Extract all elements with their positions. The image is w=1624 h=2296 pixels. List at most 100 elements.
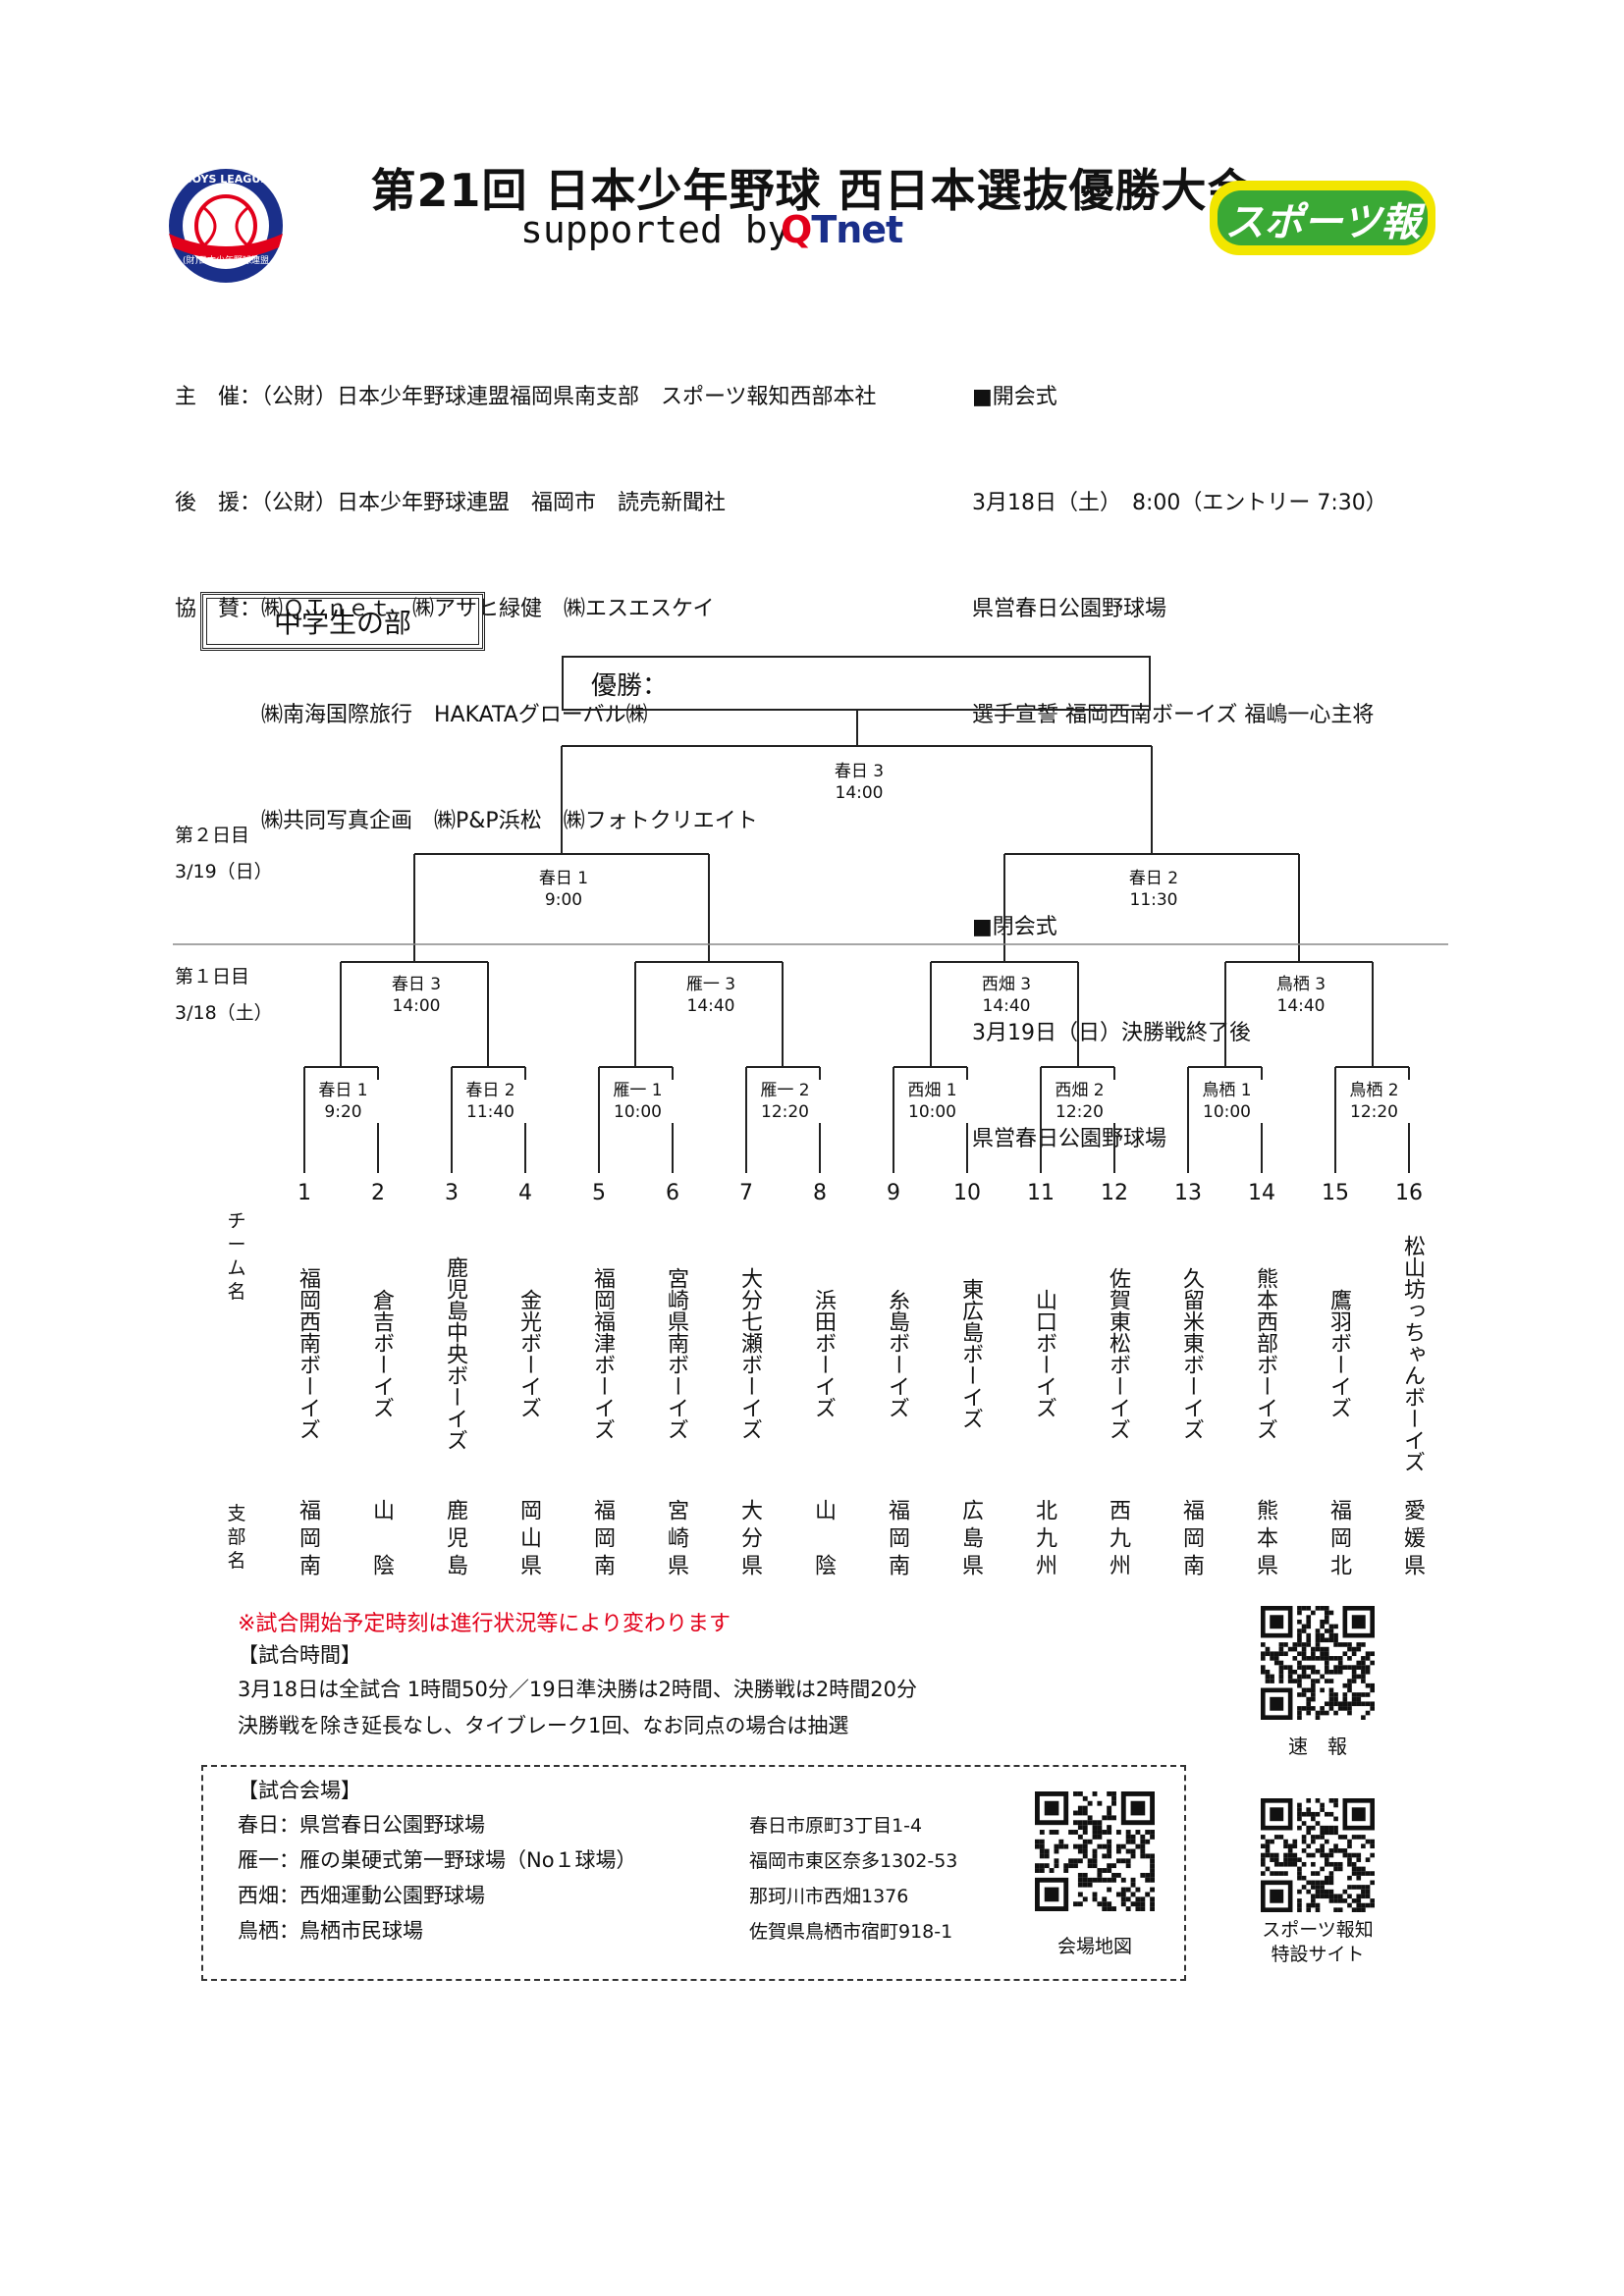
team-branch: 福岡南 (296, 1499, 320, 1575)
organizer-line: ㈱南海国際旅行 HAKATAグローバル㈱ (175, 703, 648, 727)
team-name: 大分七瀬ボーイズ (737, 1267, 762, 1440)
match-r1-8: 鳥栖 2 12:20 (1337, 1080, 1411, 1123)
team-name: 山口ボーイズ (1032, 1289, 1056, 1418)
team-number: 4 (518, 1181, 532, 1205)
sports-hochi-text: スポーツ報知 (1224, 200, 1421, 302)
team-number: 5 (592, 1181, 606, 1205)
venue-name-3: 西畑：西畑運動公園野球場 (238, 1884, 485, 1907)
venue-map-qr-icon[interactable] (1035, 1790, 1155, 1912)
team-name: 福岡福津ボーイズ (590, 1267, 615, 1440)
ceremony-line: ■開会式 (972, 385, 1057, 409)
match-r1-5: 西畑 1 10:00 (895, 1080, 969, 1123)
venue-address-1: 春日市原町3丁目1-4 (749, 1815, 923, 1837)
branch-name-label: 支部名 (227, 1503, 246, 1572)
venue-address-4: 佐賀県鳥栖市宿町918-1 (749, 1921, 953, 1943)
qtnet-rest: Tnet (811, 208, 903, 251)
venue-name-4: 鳥栖：鳥栖市民球場 (238, 1919, 423, 1943)
team-branch: 大分県 (737, 1499, 762, 1575)
organizer-line: ㈱共同写真企画 ㈱P&P浜松 ㈱フォトクリエイト (175, 809, 758, 833)
ceremony-line: 県営春日公園野球場 (972, 1127, 1167, 1151)
schedule-warning: ※試合開始予定時刻は進行状況等により変わります (238, 1612, 731, 1636)
team-number: 8 (813, 1181, 827, 1205)
winner-box: 優勝： (562, 656, 1151, 711)
team-branch: 西九州 (1106, 1499, 1130, 1575)
match-r1-1: 春日 1 9:20 (306, 1080, 380, 1123)
team-name: 久留米東ボーイズ (1179, 1267, 1204, 1440)
match-r1-4: 雁一 2 12:20 (748, 1080, 822, 1123)
qtnet-logo: QTnet (781, 208, 903, 251)
special-site-qr-icon[interactable] (1260, 1798, 1376, 1912)
team-number: 9 (887, 1181, 900, 1205)
team-branch: 鹿児島 (443, 1499, 467, 1575)
division-title: 中学生の部 (200, 592, 485, 651)
match-r1-3: 雁一 1 10:00 (601, 1080, 675, 1123)
venue-address-3: 那珂川市西畑1376 (749, 1886, 909, 1907)
supported-by: supported by (520, 208, 790, 251)
match-semi-1: 春日 1 9:00 (513, 868, 615, 911)
team-branch: 宮崎県 (664, 1499, 688, 1575)
ceremony-line: 県営春日公園野球場 (972, 597, 1167, 621)
boys-league-logo (169, 169, 283, 283)
ceremony-line: 3月19日（日）決勝戦終了後 (972, 1021, 1251, 1045)
organizer-line: 協 賛：㈱ＱＴｎｅｔ ㈱アサヒ緑健 ㈱エスエスケイ (175, 597, 715, 621)
page-title: 第21回 日本少年野球 西日本選抜優勝大会 (370, 164, 1254, 217)
team-name: 宮崎県南ボーイズ (664, 1267, 688, 1440)
match-quarter-2: 雁一 3 14:40 (660, 974, 762, 1017)
venue-title: 【試合会場】 (238, 1779, 361, 1802)
sports-hochi-logo (1210, 181, 1435, 255)
team-branch: 愛媛県 (1400, 1499, 1425, 1575)
team-name: 浜田ボーイズ (811, 1289, 836, 1418)
match-quarter-4: 鳥栖 3 14:40 (1250, 974, 1352, 1017)
team-branch: 広島県 (958, 1499, 983, 1575)
match-r1-2: 春日 2 11:40 (454, 1080, 527, 1123)
team-branch: 福岡南 (885, 1499, 909, 1575)
day2-label: 第２日目 3/19（日） (175, 825, 273, 882)
live-score-qr-icon[interactable] (1254, 1606, 1381, 1720)
team-name: 金光ボーイズ (516, 1289, 541, 1418)
day1-label: 第１日目 3/18（土） (175, 966, 273, 1024)
live-score-label: 速 報 (1288, 1735, 1347, 1758)
team-branch: 北九州 (1032, 1499, 1056, 1575)
match-r1-7: 鳥栖 1 10:00 (1190, 1080, 1264, 1123)
team-number: 11 (1027, 1181, 1055, 1205)
team-name: 熊本西部ボーイズ (1253, 1267, 1277, 1440)
match-quarter-1: 春日 3 14:00 (365, 974, 467, 1017)
team-name: 鹿児島中央ボーイズ (443, 1256, 467, 1451)
team-branch: 山陰 (369, 1499, 394, 1575)
match-time-line2: 決勝戦を除き延長なし、タイブレーク1回、なお同点の場合は抽選 (238, 1714, 849, 1737)
team-name: 倉吉ボーイズ (369, 1289, 394, 1418)
team-branch: 山陰 (811, 1499, 836, 1575)
team-name: 松山坊っちゃんボーイズ (1400, 1235, 1425, 1472)
organizer-line: 主 催：（公財）日本少年野球連盟福岡県南支部 スポーツ報知西部本社 (175, 385, 877, 409)
match-r1-6: 西畑 2 12:20 (1043, 1080, 1116, 1123)
ceremony-line: 選手宣誓 福岡西南ボーイズ 福嶋一心主将 (972, 703, 1375, 727)
venue-map-label: 会場地図 (1056, 1936, 1132, 1957)
team-branch: 岡山県 (516, 1499, 541, 1575)
team-number: 6 (666, 1181, 679, 1205)
venue-name-1: 春日：県営春日公園野球場 (238, 1813, 485, 1837)
team-name: 東広島ボーイズ (958, 1278, 983, 1429)
match-quarter-3: 西畑 3 14:40 (955, 974, 1057, 1017)
team-number: 14 (1248, 1181, 1275, 1205)
team-number: 16 (1395, 1181, 1423, 1205)
organizer-line: 後 援：（公財）日本少年野球連盟 福岡市 読売新聞社 (175, 491, 727, 515)
team-number: 15 (1322, 1181, 1349, 1205)
winner-label: 優勝： (591, 670, 669, 701)
ceremony-info: ■開会式 3月18日（土） 8:00（エントリー 7:30） 県営春日公園野球場… (972, 309, 1387, 1193)
match-semi-2: 春日 2 11:30 (1103, 868, 1205, 911)
team-branch: 福岡南 (1179, 1499, 1204, 1575)
organizer-list: 主 催：（公財）日本少年野球連盟福岡県南支部 スポーツ報知西部本社 後 援：（公… (175, 309, 877, 875)
team-name: 鷹羽ボーイズ (1326, 1289, 1351, 1418)
match-time-line1: 3月18日は全試合 1時間50分／19日準決勝は2時間、決勝戦は2時間20分 (238, 1678, 918, 1701)
team-name: 佐賀東松ボーイズ (1106, 1267, 1130, 1440)
team-number: 1 (298, 1181, 311, 1205)
team-branch: 福岡南 (590, 1499, 615, 1575)
logo-subtext: (財)日本少年野球連盟 (182, 256, 270, 266)
match-time-title: 【試合時間】 (238, 1643, 361, 1667)
venue-name-2: 雁一：雁の巣硬式第一野球場（No１球場） (238, 1848, 637, 1872)
team-number: 3 (445, 1181, 459, 1205)
team-branch: 福岡北 (1326, 1499, 1351, 1575)
team-number: 13 (1174, 1181, 1202, 1205)
team-name: 福岡西南ボーイズ (296, 1267, 320, 1440)
qtnet-q: Q (781, 208, 812, 251)
